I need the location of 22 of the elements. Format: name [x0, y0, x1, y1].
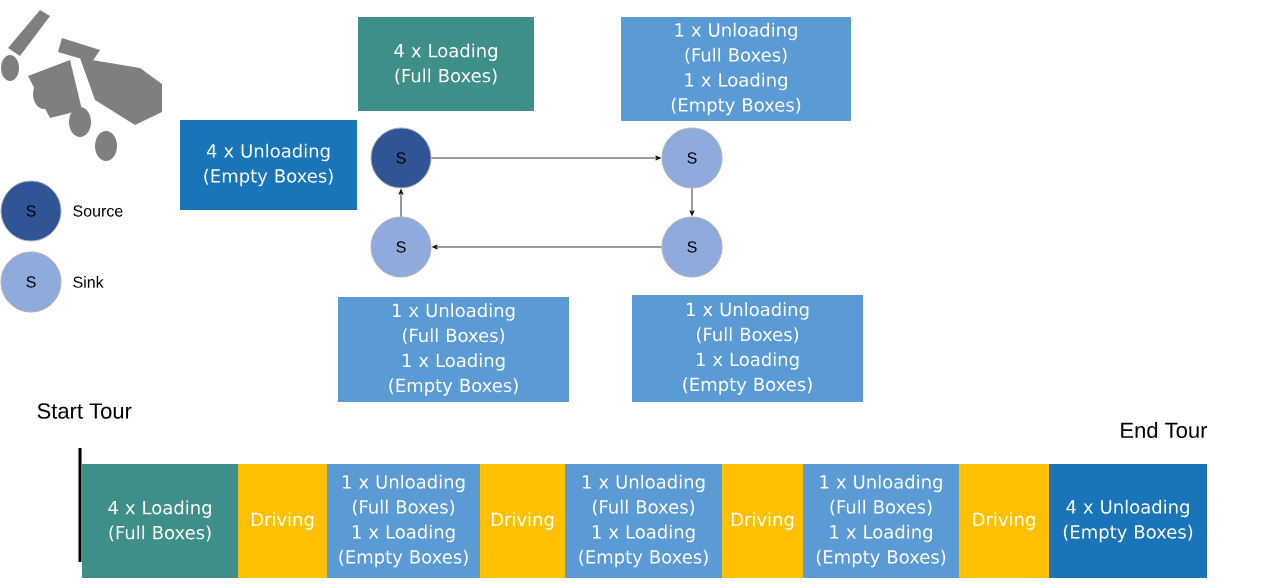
tour-label: End Tour — [1121, 421, 1208, 439]
arrow — [432, 244, 662, 250]
timeline-segment: 4 x Loading (Full Boxes) — [82, 464, 238, 578]
timeline-segment: 1 x Unloading (Full Boxes) 1 x Loading (Empty Boxes) — [565, 464, 722, 578]
legend-text: Sink — [73, 276, 104, 288]
timeline-segment: 1 x Unloading (Full Boxes) 1 x Loading (Empty Boxes) — [803, 464, 959, 578]
arrow — [431, 155, 661, 161]
timeline-segment: 1 x Unloading (Full Boxes) 1 x Loading (Empty Boxes) — [327, 464, 480, 578]
timeline-segment: Driving — [722, 464, 803, 578]
tour-label: Start Tour — [37, 403, 132, 419]
task-box: 4 x Loading (Full Boxes) — [358, 17, 534, 111]
task-box: 4 x Unloading (Empty Boxes) — [180, 120, 357, 210]
timeline-segment: Driving — [238, 464, 327, 578]
arrow — [398, 189, 404, 217]
timeline-segment: Driving — [480, 464, 565, 578]
task-box: 1 x Unloading (Full Boxes) 1 x Loading (Empty Boxes) — [621, 17, 851, 121]
task-box: 1 x Unloading (Full Boxes) 1 x Loading (Empty Boxes) — [338, 297, 569, 402]
arrow — [689, 188, 695, 216]
task-box: 1 x Unloading (Full Boxes) 1 x Loading (Empty Boxes) — [632, 295, 863, 402]
legend-text: Source — [73, 205, 123, 217]
timeline-segment: Driving — [959, 464, 1049, 578]
timeline-segment: 4 x Unloading (Empty Boxes) — [1049, 464, 1207, 578]
